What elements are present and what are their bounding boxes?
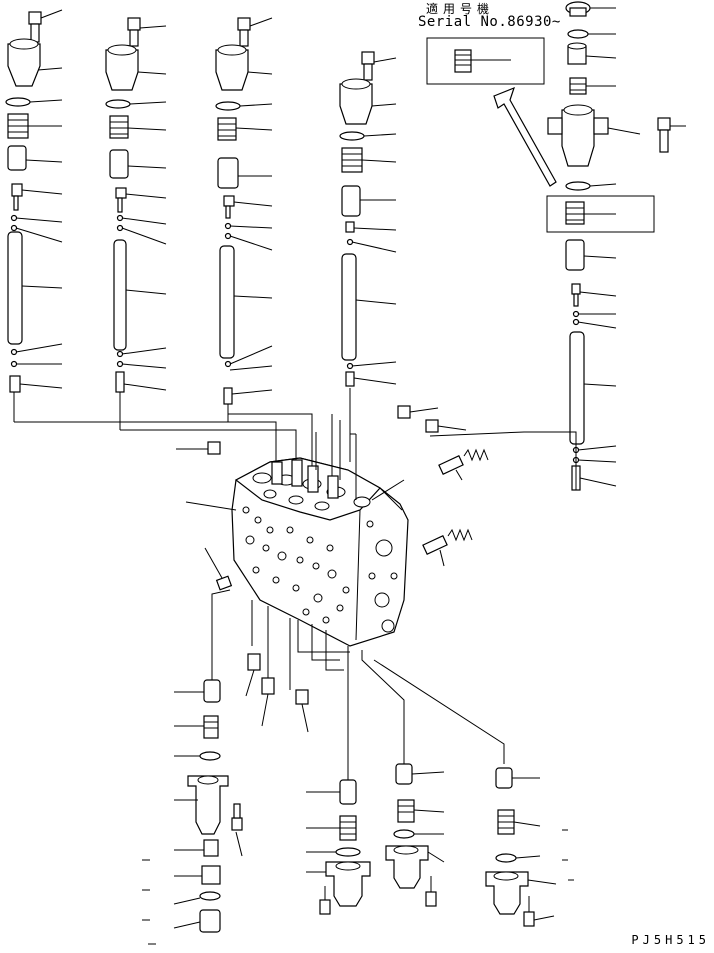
drawing-code: PJ5H515: [631, 933, 710, 947]
variant-spring: [454, 49, 472, 73]
variant-spring-box: [546, 195, 655, 233]
relief-valve-icon: [422, 528, 473, 567]
plug-icon: [397, 405, 467, 433]
spool-stack-3: [215, 17, 273, 422]
applicable-model-note: 適用号機: [426, 2, 495, 16]
plug-icon: [176, 441, 221, 455]
lower-stack-right-2: [485, 767, 574, 927]
lower-stack-middle: [306, 779, 371, 915]
spool-stack-5: [547, 1, 686, 491]
assembly-lines: [14, 388, 577, 780]
lower-stack-left: [142, 679, 243, 945]
spool-stack-2: [105, 17, 167, 430]
plug-icon: [204, 547, 233, 591]
lower-stack-right-1: [385, 763, 445, 907]
relief-valve-icon: [438, 448, 489, 481]
valve-body-icon: [231, 457, 409, 647]
check-valve-icon: [245, 653, 309, 733]
spool-stack-4: [339, 51, 397, 387]
spool-stack-1: [5, 9, 63, 422]
arrow-icon: [493, 86, 557, 187]
serial-number-note: Serial No.86930~: [418, 14, 561, 30]
serial-variant-box: [426, 37, 545, 85]
